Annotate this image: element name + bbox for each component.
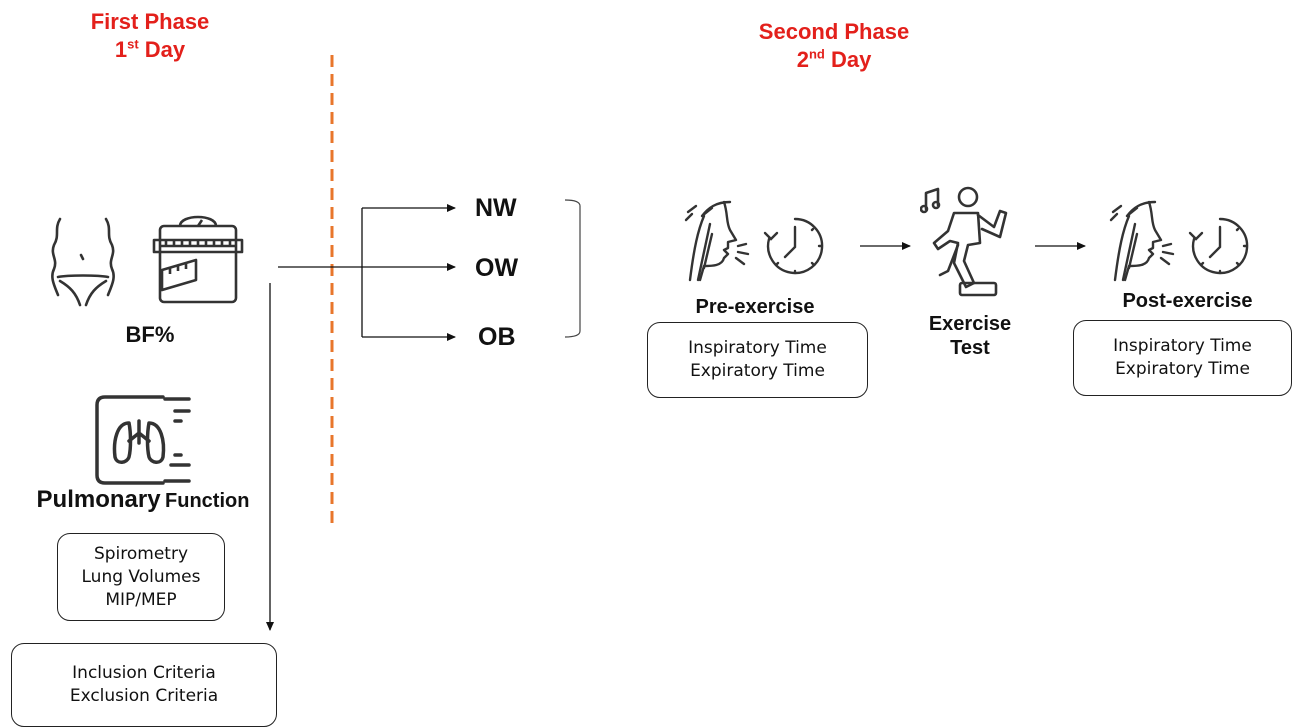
group-nw: NW (475, 194, 517, 222)
exclusion-criteria: Exclusion Criteria (69, 686, 219, 706)
face-breath-icon (684, 200, 750, 282)
face-breath-icon-post (1109, 200, 1175, 282)
pre-measures-box: Inspiratory Time Expiratory Time (647, 322, 868, 398)
exercise-label-line2: Test (950, 337, 990, 359)
first-phase-title: First Phase 1st Day (60, 8, 240, 64)
group-ow: OW (475, 254, 519, 282)
test-spirometry: Spirometry (93, 543, 189, 564)
pulmonary-tests-box: Spirometry Lung Volumes MIP/MEP (57, 533, 225, 621)
post-measures-box: Inspiratory Time Expiratory Time (1073, 320, 1292, 396)
exercise-test-label: Exercise Test (905, 312, 1035, 360)
timer-icon (763, 217, 824, 275)
second-phase-title: Second Phase 2nd Day (724, 18, 944, 74)
pulmonary-function-title: Pulmonary Function (18, 486, 268, 514)
lungs-monitor-icon (95, 395, 191, 485)
test-mip-mep: MIP/MEP (105, 589, 177, 610)
second-phase-day: 2nd Day (796, 46, 872, 72)
exercise-label-line1: Exercise (928, 313, 1012, 335)
criteria-box: Inclusion Criteria Exclusion Criteria (11, 643, 277, 727)
pulmonary-rest: Function (165, 490, 250, 512)
group-bracket (564, 199, 581, 338)
pre-exercise-label: Pre-exercise (695, 296, 815, 318)
pre-inspiratory-time: Inspiratory Time (688, 338, 827, 358)
bf-label: BF% (125, 322, 175, 347)
second-phase-name: Second Phase (758, 19, 910, 44)
first-phase-name: First Phase (90, 9, 210, 34)
inclusion-criteria: Inclusion Criteria (72, 663, 216, 683)
timer-icon-post (1188, 217, 1249, 275)
stepper-exercise-icon (920, 186, 1008, 297)
post-exercise-label: Post-exercise (1122, 290, 1253, 312)
pulmonary-bold: Pulmonary (36, 486, 161, 513)
post-expiratory-time: Expiratory Time (1115, 359, 1250, 379)
post-inspiratory-time: Inspiratory Time (1113, 336, 1252, 356)
group-ob: OB (478, 323, 516, 351)
test-lung-volumes: Lung Volumes (81, 566, 201, 587)
scale-tape-icon (152, 215, 244, 304)
pre-expiratory-time: Expiratory Time (690, 361, 825, 381)
abdomen-icon (51, 217, 115, 307)
first-phase-day: 1st Day (114, 36, 186, 62)
